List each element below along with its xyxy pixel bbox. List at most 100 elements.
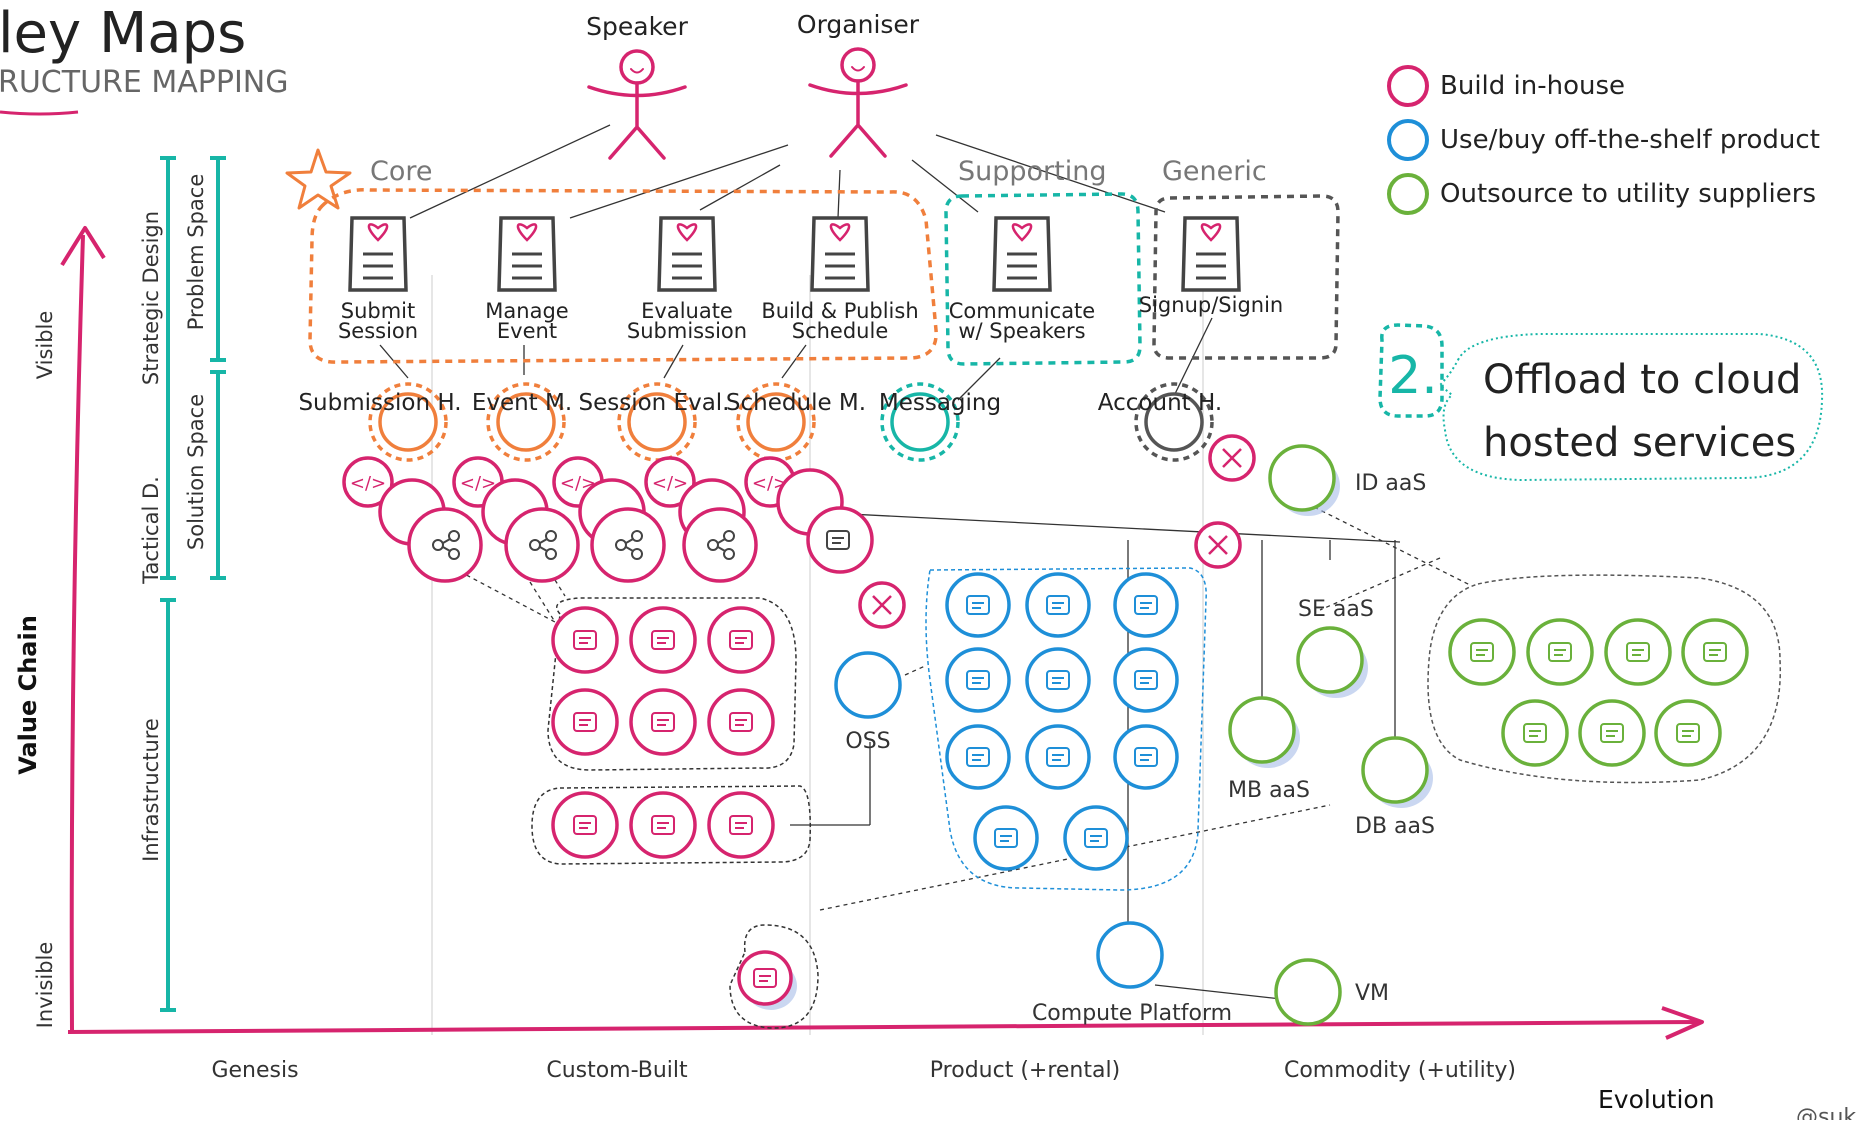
green-node-icon — [1600, 723, 1624, 743]
green-node-icon-shape — [1703, 642, 1727, 662]
blue-node-icon — [966, 670, 990, 690]
service-node-1-circle — [504, 507, 580, 583]
blue-node-0-circle — [945, 572, 1011, 638]
star-icon — [285, 148, 352, 210]
network-dot — [545, 530, 557, 542]
dependency-line — [569, 144, 789, 219]
dependency-line-dashed — [1319, 557, 1441, 611]
blue-node-icon — [1046, 670, 1070, 690]
pink-cluster-icon — [573, 630, 597, 650]
green-node-5-circle — [1578, 699, 1646, 767]
design-brackets — [160, 156, 226, 1012]
utility-node-2 — [1228, 696, 1300, 768]
blue-node-icon — [1046, 595, 1070, 615]
green-node-1-circle — [1526, 618, 1594, 686]
y-axis-label: Value Chain — [14, 615, 42, 775]
component-3 — [736, 382, 816, 462]
network-dot — [448, 530, 460, 542]
stick-figure-head — [619, 49, 655, 85]
utility-node-0 — [1268, 444, 1340, 516]
blue-node-icon-shape — [1134, 595, 1158, 615]
network-dot — [615, 539, 627, 551]
callout-line-2: hosted services — [1483, 420, 1796, 466]
service-node-2-circle — [590, 507, 666, 583]
blue-node-icon — [966, 595, 990, 615]
green-node-0-circle — [1448, 618, 1516, 686]
blue-node-icon-shape — [1046, 747, 1070, 767]
utility-node-0-circle — [1268, 444, 1336, 512]
gear-node-circle — [737, 950, 793, 1006]
pinch-icon — [1222, 448, 1242, 468]
stage-label-commodity: Commodity (+utility) — [1284, 1058, 1516, 1083]
stage-dividers — [431, 275, 1204, 1035]
component-label: Account H. — [1098, 390, 1222, 416]
utility-node-2-circle — [1228, 696, 1296, 764]
pink-cluster-node-2-circle — [707, 606, 775, 674]
legend-label-1: Use/buy off-the-shelf product — [1440, 125, 1820, 155]
pink-cluster-outline — [547, 597, 797, 771]
callout-line-1: Offload to cloud — [1483, 357, 1801, 403]
pink-row-icon-shape — [573, 815, 597, 835]
green-node-icon — [1626, 642, 1650, 662]
network-dot — [448, 548, 460, 560]
y-axis-bottom-label: Invisible — [33, 942, 57, 1029]
blue-node-icon-shape — [1134, 747, 1158, 767]
blue-node-icon-shape — [1084, 828, 1108, 848]
green-node-icon-shape — [1676, 723, 1700, 743]
title-underline — [0, 110, 79, 116]
component-4 — [880, 382, 960, 462]
dependency-line — [837, 169, 841, 219]
blue-node-10 — [1063, 805, 1129, 871]
green-node-icon — [1703, 642, 1727, 662]
blue-node-icon — [1134, 747, 1158, 767]
genesis-node-outline — [729, 924, 819, 1029]
component-5-circle — [1144, 392, 1204, 452]
document-label: Build & Publish — [761, 299, 918, 323]
code-icon: </> — [350, 473, 386, 494]
off-the-shelf-products — [834, 567, 1207, 989]
pink-cluster-node-0-circle — [551, 606, 619, 674]
pink-cluster-icon — [729, 712, 753, 732]
service-node-3 — [682, 507, 758, 583]
stage-label-genesis: Genesis — [211, 1058, 298, 1083]
pink-cluster-icon-shape — [651, 712, 675, 732]
pinch-icon — [872, 595, 892, 615]
blue-node-4-circle — [1025, 647, 1091, 713]
blue-node-icon-shape — [1046, 670, 1070, 690]
dependency-line-dashed — [819, 804, 1331, 911]
green-node-6-circle — [1654, 699, 1722, 767]
green-node-icon — [1676, 723, 1700, 743]
stick-figure-smile — [851, 66, 865, 72]
blue-node-icon — [994, 828, 1018, 848]
bounded-context-components: Submission H.Event M.Session Eval.Schedu… — [298, 382, 1222, 462]
pink-cluster-node-3-circle — [551, 688, 619, 756]
network-icon — [615, 530, 643, 560]
x-axis-line — [67, 1020, 1701, 1034]
utility-node-1 — [1296, 626, 1368, 698]
network-icon — [707, 530, 735, 560]
pink-cluster-icon-shape — [573, 712, 597, 732]
green-node-icon-shape — [1523, 723, 1547, 743]
network-dot — [545, 548, 557, 560]
document-label: Evaluate — [641, 299, 733, 323]
blue-node-10-circle — [1063, 805, 1129, 871]
network-dot — [631, 548, 643, 560]
blue-node-8 — [1113, 724, 1179, 790]
blue-node-3-circle — [945, 647, 1011, 713]
category-label-core: Core — [370, 156, 433, 187]
service-node-0 — [407, 507, 483, 583]
compute-platform-node-circle — [1096, 921, 1164, 989]
blue-node-1-circle — [1025, 572, 1091, 638]
component-0-circle — [378, 392, 438, 452]
network-dot — [529, 539, 541, 551]
document-label: Submit — [341, 299, 416, 323]
vm-node-circle — [1274, 958, 1342, 1026]
code-icon: </> — [560, 473, 596, 494]
heart-icon — [829, 223, 851, 242]
component-label: Messaging — [879, 390, 1001, 416]
service-node-1 — [504, 507, 580, 583]
utility-node-3 — [1361, 736, 1433, 808]
blue-node-icon-shape — [966, 670, 990, 690]
